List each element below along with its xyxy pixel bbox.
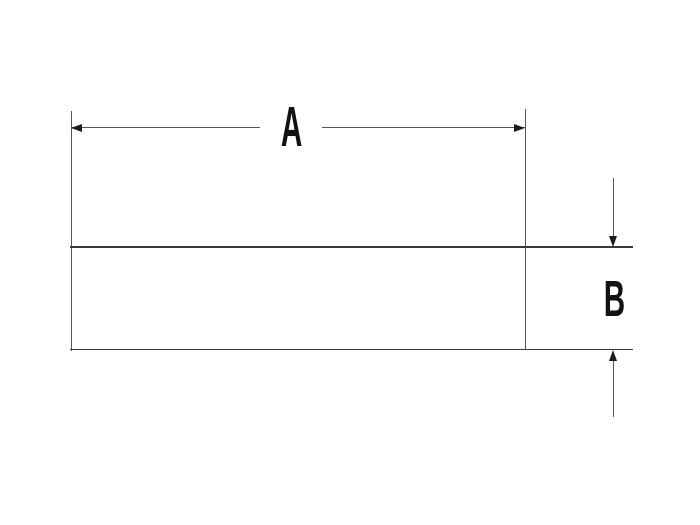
height-dimension-letter: B: [603, 270, 625, 327]
width-dimension-label: A: [259, 98, 325, 156]
width-dimension-line-right-segment: [322, 127, 525, 128]
extension-line-right: [525, 109, 526, 349]
bar-top-edge: [70, 246, 633, 248]
height-dimension-line-upper: [612, 178, 614, 238]
arrowhead-right-icon: [514, 123, 525, 132]
bar-bottom-edge: [70, 348, 633, 351]
width-dimension-letter: A: [281, 94, 303, 159]
arrowhead-up-icon: [609, 350, 617, 361]
height-dimension-line-lower: [612, 360, 614, 417]
arrowhead-left-icon: [71, 123, 82, 132]
extension-line-left: [70, 111, 72, 351]
arrowhead-down-icon: [609, 236, 617, 247]
width-dimension-line-left-segment: [72, 127, 260, 128]
height-dimension-label: B: [596, 272, 632, 325]
